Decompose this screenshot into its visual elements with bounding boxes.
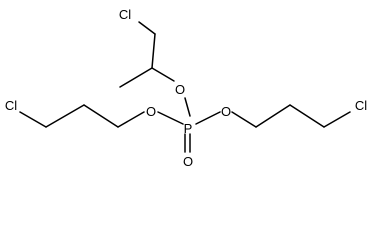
atom-cl-left: Cl [5, 98, 17, 113]
atom-cl-right: Cl [355, 98, 367, 113]
bond-left-c2-c3 [83, 104, 119, 128]
atom-cl-top: Cl [119, 7, 131, 22]
bond-left-c3-o [117, 111, 145, 128]
atom-o-double: O [183, 154, 193, 169]
bond-cl-left-c1 [19, 111, 47, 128]
bond-p-o-right [195, 111, 221, 125]
atom-o-top: O [175, 82, 185, 97]
atom-o-left: O [146, 104, 156, 119]
bond-left-c1-c2 [45, 104, 85, 128]
bond-o-left-p [157, 111, 184, 125]
bond-right-c2-c3 [289, 104, 325, 128]
bond-ch-o-top [151, 67, 175, 82]
atom-p: P [184, 121, 193, 136]
atom-labels: Cl O Cl O P O Cl O [5, 7, 367, 169]
atom-o-right: O [221, 104, 231, 119]
bond-cl-top-ch2 [138, 21, 156, 35]
bond-right-o-c1 [231, 111, 257, 128]
bond-o-top-p [184, 97, 191, 117]
bond-lines [19, 21, 351, 153]
bond-ch2-ch [151, 33, 156, 69]
bond-right-c3-cl [323, 111, 351, 128]
bond-ch-methyl [119, 67, 153, 88]
chemical-structure-diagram: Cl O Cl O P O Cl O [5, 7, 367, 169]
bond-right-c1-c2 [255, 104, 291, 128]
